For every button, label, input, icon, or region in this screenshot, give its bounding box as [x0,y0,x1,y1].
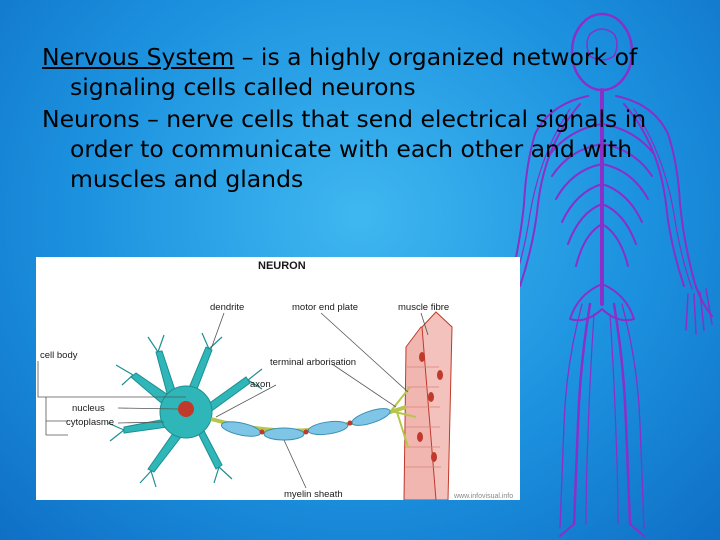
label-terminal-arborisation: terminal arborisation [270,357,356,368]
dendrite-branches [107,332,263,488]
label-dendrite: dendrite [210,302,244,313]
label-nucleus: nucleus [72,403,105,414]
nervous-system-definition: – is a highly organized network of signa… [70,43,638,101]
muscle-fibre-shape [403,311,453,500]
nervous-system-paragraph: Nervous System – is a highly organized n… [42,42,692,102]
neurons-definition: – nerve cells that send electrical signa… [70,105,647,193]
nervous-system-figure [491,12,713,537]
label-muscle-fibre: muscle fibre [398,302,449,313]
neuron-illustration: NEURON [37,260,513,500]
nervous-system-term: Nervous System [42,43,235,71]
diagram-title: NEURON [258,260,306,272]
text-block: Nervous System – is a highly organized n… [42,42,692,196]
neurons-paragraph: Neurons – nerve cells that send electric… [42,104,692,194]
label-cell-body: cell body [40,350,78,361]
watermark: www.infovisual.info [453,493,513,500]
label-myelin-sheath: myelin sheath [284,489,343,500]
neuron-diagram: NEURON [36,257,520,500]
neurons-term: Neurons [42,105,140,133]
label-cytoplasme: cytoplasme [66,417,114,428]
myelin-sheath-shape [220,408,391,441]
nucleus-shape [178,401,194,417]
label-axon: axon [250,379,271,390]
label-motor-end-plate: motor end plate [292,302,358,313]
